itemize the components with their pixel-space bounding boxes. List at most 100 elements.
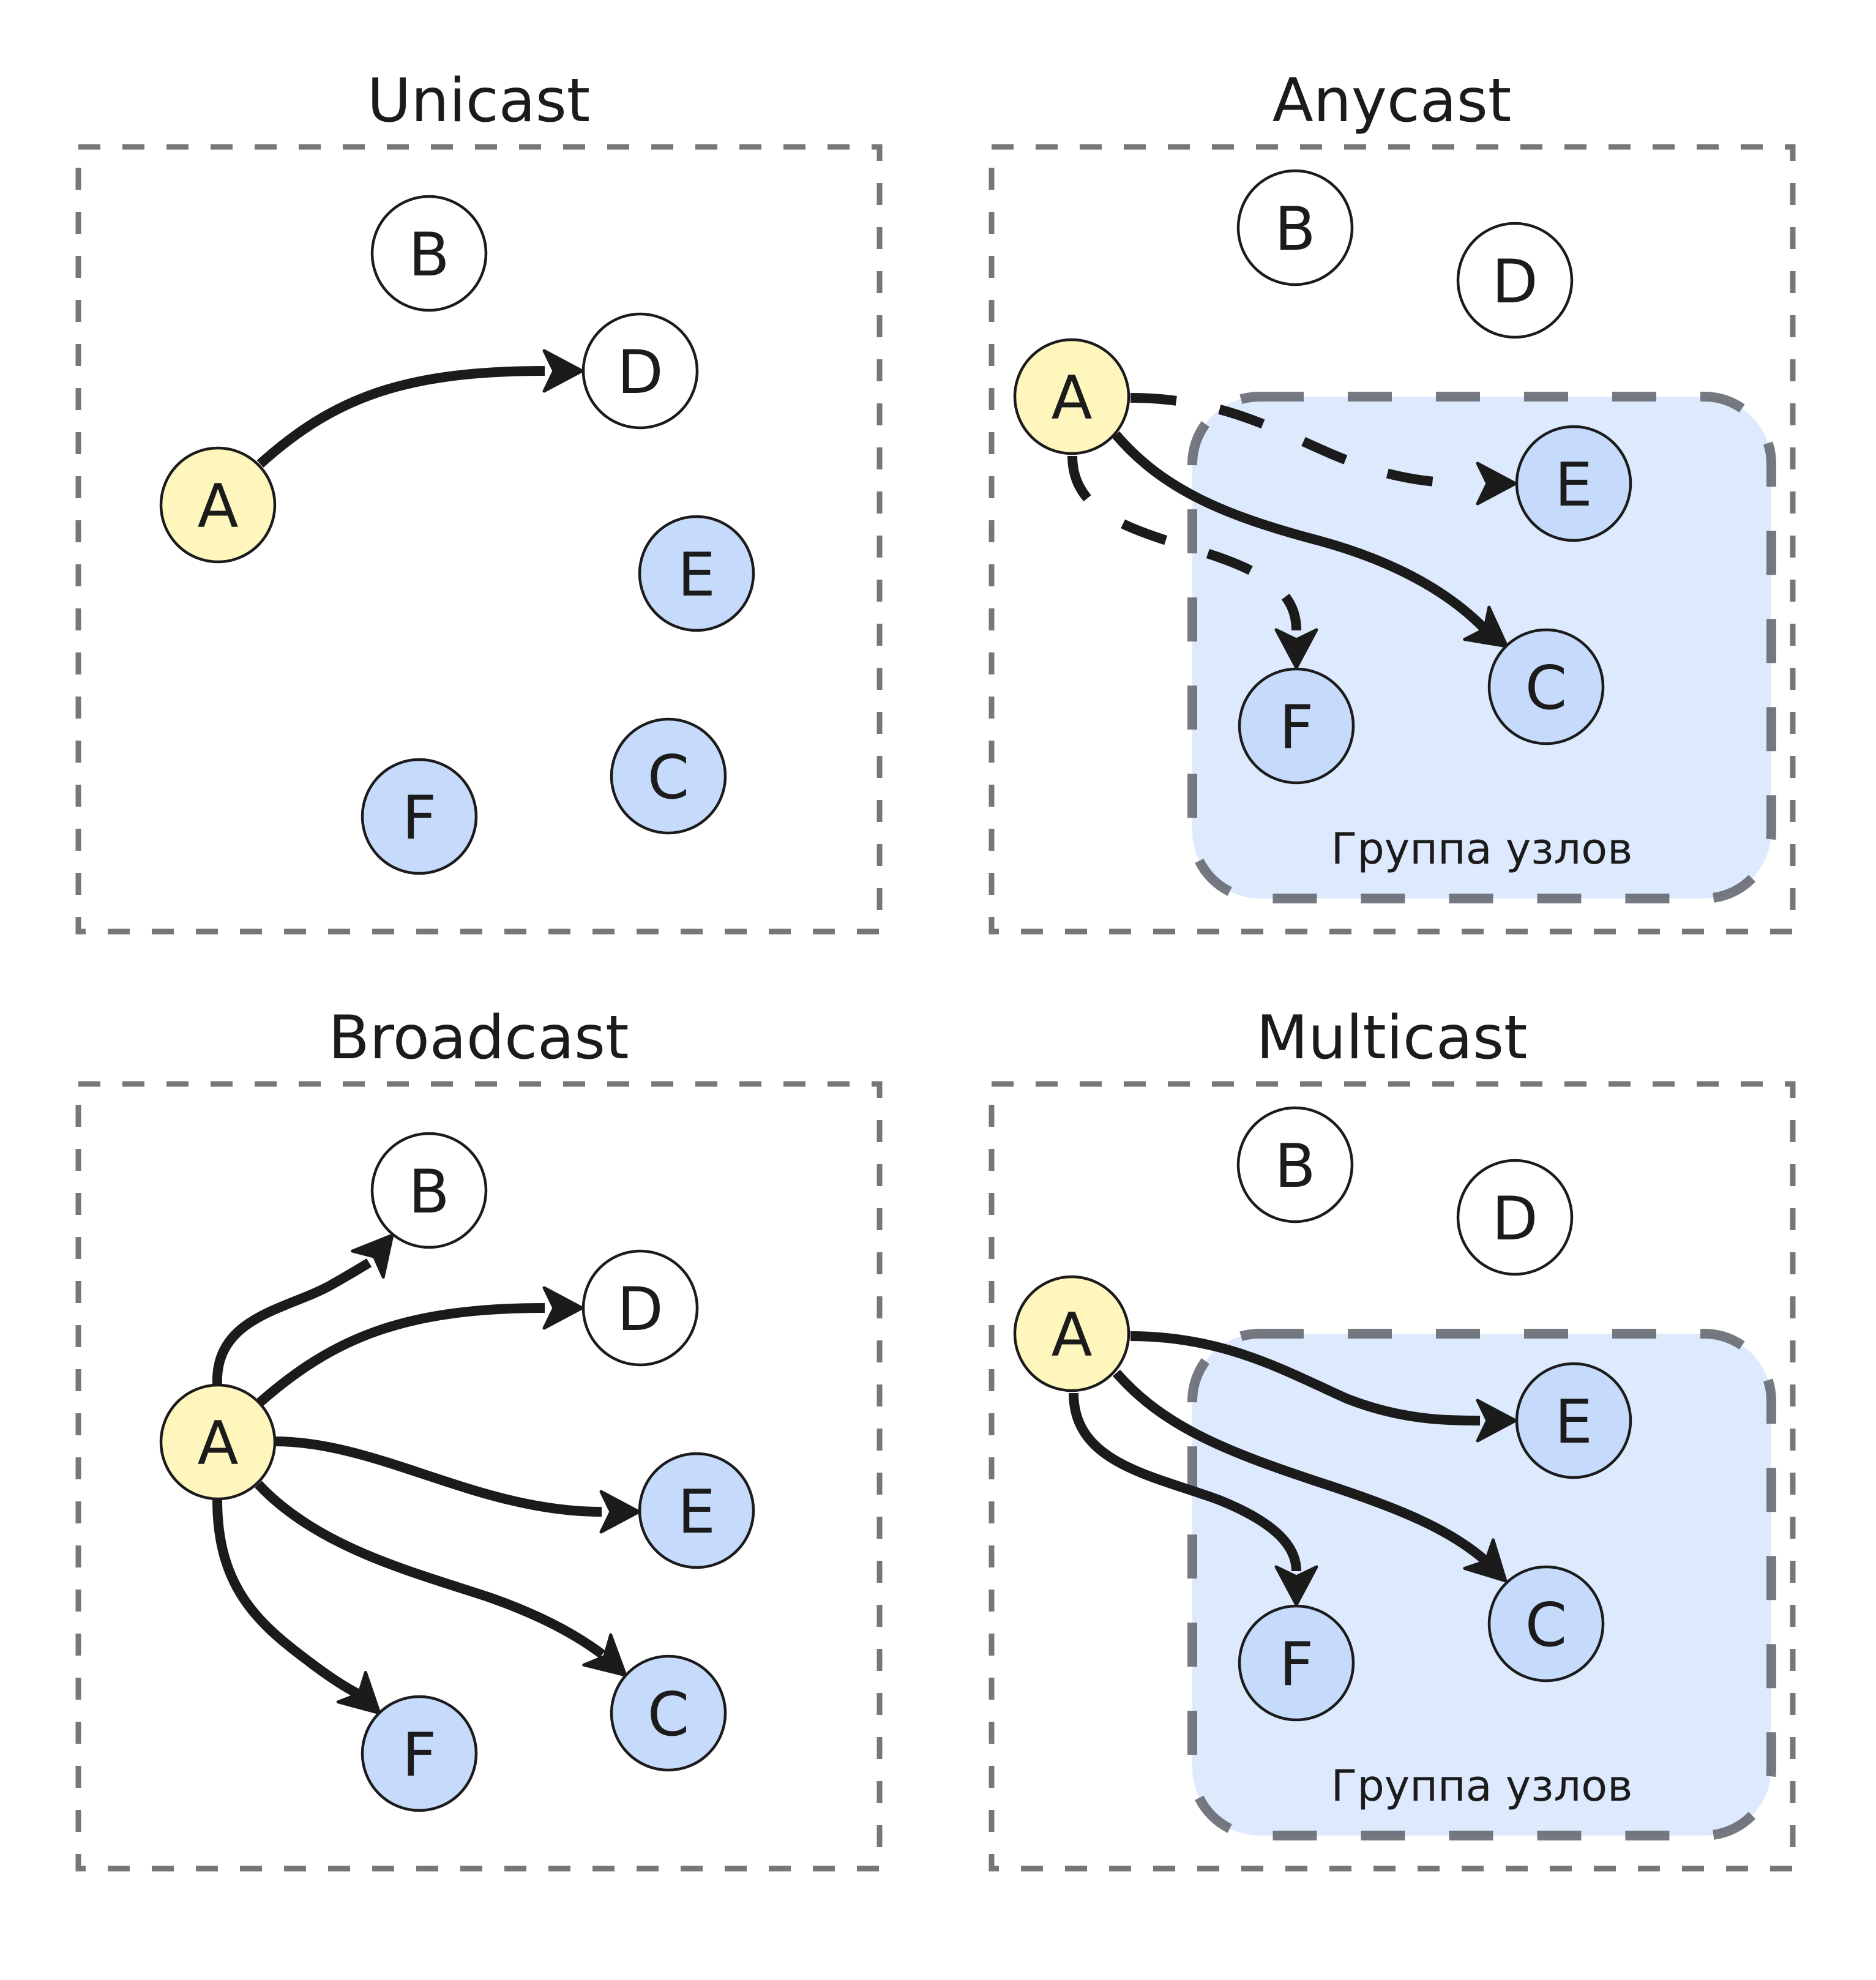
panel-frame — [988, 144, 1796, 935]
node-label: F — [402, 1720, 436, 1790]
node-circle — [638, 1452, 755, 1569]
node-circle — [159, 446, 277, 564]
edge-line — [256, 1303, 545, 1407]
edge-a-to-c — [1112, 1369, 1508, 1583]
node-circle — [1236, 169, 1354, 286]
node-circle — [361, 758, 478, 875]
node-circle — [638, 515, 755, 632]
edge-line — [1067, 455, 1301, 631]
node-label: A — [197, 472, 238, 542]
node-circle — [581, 312, 699, 430]
node-label: F — [1279, 1630, 1314, 1700]
node-a: A — [159, 446, 277, 564]
node-label: C — [1525, 654, 1567, 723]
node-circle — [581, 1249, 699, 1367]
arrowhead-icon — [351, 1233, 394, 1279]
arrowhead-icon — [1463, 605, 1509, 648]
node-b: B — [1236, 1106, 1354, 1223]
node-label: A — [197, 1409, 238, 1479]
node-circle — [1456, 1159, 1574, 1276]
edges — [212, 1233, 641, 1715]
edge-a-to-f — [1067, 455, 1318, 670]
node-f: F — [1238, 667, 1355, 785]
node-label: C — [1525, 1591, 1567, 1661]
node-d: D — [1456, 222, 1574, 339]
node-d: D — [581, 1249, 699, 1367]
node-f: F — [361, 1695, 478, 1812]
node-circle — [1515, 1362, 1632, 1479]
group-boundary — [1187, 392, 1776, 903]
node-d: D — [581, 312, 699, 430]
node-label: D — [617, 338, 663, 408]
node-circle — [1456, 222, 1574, 339]
node-c: C — [610, 1654, 727, 1772]
group-label: Группа узлов — [1331, 824, 1633, 874]
node-circle — [1487, 628, 1605, 745]
arrowhead-icon — [336, 1671, 381, 1715]
edge-a-to-c — [1112, 431, 1509, 648]
node-circle — [1013, 1275, 1130, 1392]
panel-title: Broadcast — [328, 1003, 629, 1073]
node-circle — [370, 195, 488, 312]
edge-a-to-e — [1130, 1331, 1517, 1443]
edge-a-to-e — [274, 1436, 641, 1534]
panel-frame — [988, 1081, 1796, 1872]
node-label: A — [1051, 1301, 1092, 1370]
node-e: E — [1515, 425, 1632, 542]
node-group: Группа узлов — [1187, 1329, 1776, 1840]
edge-a-to-b — [212, 1233, 394, 1386]
panel-frame — [75, 144, 883, 935]
node-label: C — [648, 1680, 689, 1750]
node-circle — [610, 1654, 727, 1772]
node-b: B — [1236, 169, 1354, 286]
edge-a-to-f — [1069, 1392, 1318, 1607]
node-circle — [370, 1132, 488, 1249]
node-b: B — [370, 195, 488, 312]
panel-frame — [75, 1081, 883, 1872]
nodes: A B DE C F — [1013, 1106, 1632, 1722]
node-label: B — [1274, 1132, 1315, 1201]
edge-line — [1130, 393, 1476, 488]
node-c: C — [1487, 1565, 1605, 1683]
node-f: F — [1238, 1604, 1355, 1722]
edge-a-to-f — [212, 1500, 381, 1715]
edges — [1069, 1331, 1517, 1607]
arrowhead-icon — [582, 1633, 627, 1677]
edges — [256, 349, 584, 468]
group-boundary — [1187, 1329, 1776, 1840]
node-a: A — [1013, 1275, 1130, 1392]
group-label: Группа узлов — [1331, 1761, 1633, 1811]
arrowhead-icon — [1463, 1538, 1508, 1583]
node-circle — [1238, 1604, 1355, 1722]
node-label: F — [402, 783, 436, 853]
edge-a-to-e — [1130, 393, 1517, 506]
edge-line — [255, 1481, 605, 1659]
edge-line — [256, 366, 545, 468]
edge-a-to-d — [256, 349, 584, 468]
edge-a-to-c — [255, 1481, 627, 1677]
edges — [1067, 393, 1517, 670]
node-label: F — [1279, 693, 1314, 763]
node-e: E — [638, 515, 755, 632]
edge-line — [212, 1500, 362, 1700]
node-b: B — [370, 1132, 488, 1249]
node-label: C — [648, 743, 689, 813]
node-e: E — [1515, 1362, 1632, 1479]
edge-line — [1112, 1369, 1489, 1565]
edge-a-to-d — [256, 1286, 584, 1407]
edge-line — [212, 1258, 372, 1386]
nodes: A B D E C F — [159, 195, 755, 875]
node-circle — [159, 1383, 277, 1501]
arrowhead-icon — [1274, 628, 1318, 670]
edge-line — [1069, 1392, 1301, 1572]
arrowhead-icon — [542, 349, 584, 393]
node-circle — [1236, 1106, 1354, 1223]
panel-title: Anycast — [1272, 66, 1512, 136]
node-d: D — [1456, 1159, 1574, 1276]
node-label: E — [678, 540, 716, 610]
